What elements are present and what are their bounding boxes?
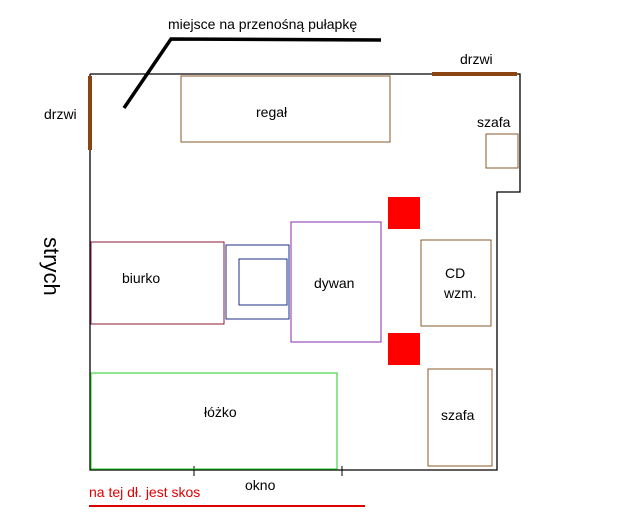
wardrobe-label: szafa <box>441 407 475 423</box>
shelf-box <box>180 75 391 143</box>
trap-pointer-line <box>122 37 382 109</box>
speaker-top <box>388 197 420 229</box>
desk-box <box>90 241 225 325</box>
room-walls <box>89 73 521 471</box>
bed-label: łóżko <box>204 404 237 420</box>
wardrobe-small-label: szafa <box>477 114 511 130</box>
chair-inner-box <box>238 258 288 306</box>
cd-amp-box <box>420 239 492 327</box>
trap-place-label: miejsce na przenośną pułapkę <box>168 16 357 32</box>
bed-box <box>90 372 338 470</box>
rug-box <box>290 221 382 343</box>
rug-label: dywan <box>314 275 354 291</box>
attic-label: strych <box>39 237 64 296</box>
wardrobe-small-box <box>485 133 519 169</box>
door-top-label: drzwi <box>460 51 493 67</box>
wardrobe-box <box>427 368 493 467</box>
desk-label: biurko <box>122 270 160 286</box>
door-left-label: drzwi <box>44 106 77 122</box>
shelf-label: regał <box>256 104 288 120</box>
window-label: okno <box>245 477 276 493</box>
slope-note-label: na tej dł. jest skos <box>89 484 200 500</box>
chair-outer-box <box>225 244 290 320</box>
speaker-bottom <box>388 333 420 365</box>
amp-label: wzm. <box>443 285 477 301</box>
cd-label: CD <box>445 265 465 281</box>
